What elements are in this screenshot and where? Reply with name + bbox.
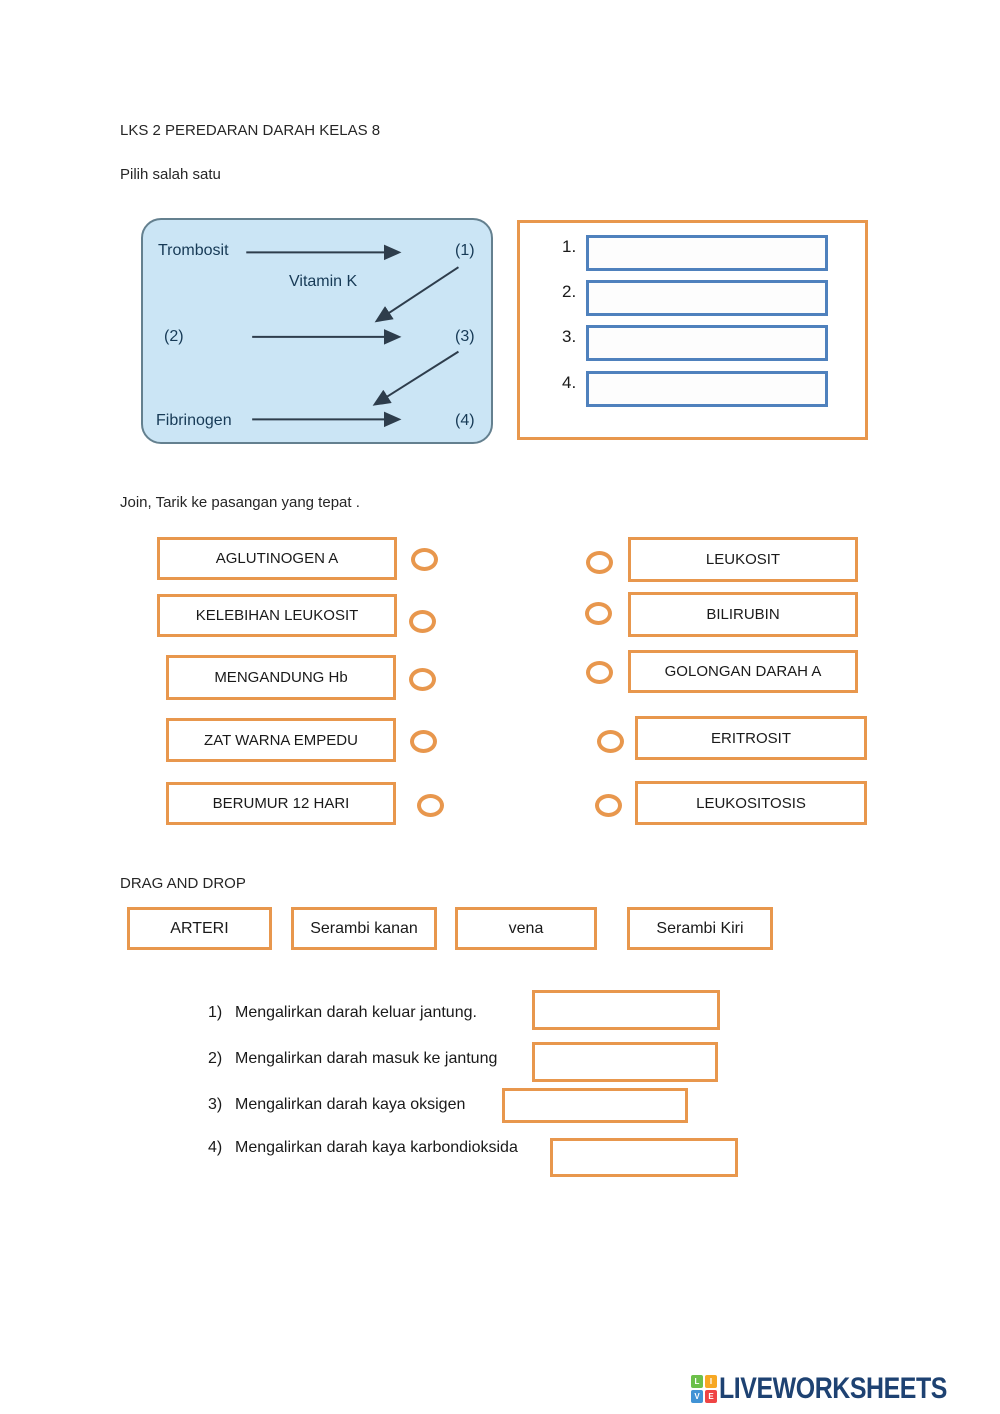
arrow-diagonal-1-to-2 xyxy=(374,266,459,323)
join-circle-left-5[interactable] xyxy=(417,794,444,817)
answer-number-4: 4. xyxy=(562,373,577,392)
logo-square-i: I xyxy=(705,1375,717,1388)
answer-number-2: 2. xyxy=(562,282,577,301)
diagram-arrows xyxy=(246,244,459,428)
match-left-berumur-12-hari: BERUMUR 12 HARI xyxy=(166,782,396,825)
join-circle-left-3[interactable] xyxy=(409,668,436,691)
match-left-mengandung-hb: MENGANDUNG Hb xyxy=(166,655,396,700)
answer-number-3: 3. xyxy=(562,327,577,346)
arrow-diagonal-3-to-4 xyxy=(372,350,459,406)
drag-item-vena[interactable]: vena xyxy=(455,907,597,950)
answers-frame: 1. 2. 3. 4. xyxy=(517,220,868,440)
question-2-number: 2) xyxy=(208,1050,223,1067)
page-title: LKS 2 PEREDARAN DARAH KELAS 8 xyxy=(120,122,381,139)
question-2-text: Mengalirkan darah masuk ke jantung xyxy=(235,1050,498,1067)
choose-one-label: Pilih salah satu xyxy=(120,166,221,183)
logo-square-e: E xyxy=(705,1390,717,1403)
drag-item-arteri[interactable]: ARTERI xyxy=(127,907,272,950)
join-circle-right-3[interactable] xyxy=(586,661,613,684)
blood-clotting-diagram: Trombosit (1) Vitamin K (2) (3) Fibrinog… xyxy=(141,218,493,444)
question-3-number: 3) xyxy=(208,1096,223,1113)
join-instruction: Join, Tarik ke pasangan yang tepat . xyxy=(120,494,360,511)
diagram-label-1: (1) xyxy=(455,242,475,259)
match-right-leukositosis: LEUKOSITOSIS xyxy=(635,781,867,825)
diagram-label-fibrinogen: Fibrinogen xyxy=(156,412,232,429)
question-4-number: 4) xyxy=(208,1139,223,1156)
diagram-label-vitamin-k: Vitamin K xyxy=(289,273,358,290)
match-right-bilirubin: BILIRUBIN xyxy=(628,592,858,637)
logo-square-l: L xyxy=(691,1375,703,1388)
diagram-label-3: (3) xyxy=(455,328,475,345)
liveworksheets-logo-icon: L I V E xyxy=(691,1375,717,1403)
liveworksheets-logo-text: LIVEWORKSHEETS xyxy=(719,1372,948,1405)
drag-item-serambi-kiri[interactable]: Serambi Kiri xyxy=(627,907,773,950)
logo-square-v: V xyxy=(691,1390,703,1403)
join-circle-right-5[interactable] xyxy=(595,794,622,817)
question-4-text: Mengalirkan darah kaya karbondioksida xyxy=(235,1139,518,1156)
answer-input-3[interactable] xyxy=(586,325,828,361)
match-right-eritrosit: ERITROSIT xyxy=(635,716,867,760)
dragdrop-heading: DRAG AND DROP xyxy=(120,875,246,892)
question-1-number: 1) xyxy=(208,1004,223,1021)
match-right-leukosit: LEUKOSIT xyxy=(628,537,858,582)
question-3-text: Mengalirkan darah kaya oksigen xyxy=(235,1096,466,1113)
drop-box-4[interactable] xyxy=(550,1138,738,1177)
join-circle-right-2[interactable] xyxy=(585,602,612,625)
answer-number-1: 1. xyxy=(562,237,577,256)
diagram-label-4: (4) xyxy=(455,412,475,429)
liveworksheets-logo: L I V E LIVEWORKSHEETS xyxy=(691,1372,994,1406)
match-right-golongan-darah-a: GOLONGAN DARAH A xyxy=(628,650,858,693)
join-circle-left-2[interactable] xyxy=(409,610,436,633)
match-left-aglutinogen-a: AGLUTINOGEN A xyxy=(157,537,397,580)
answer-input-1[interactable] xyxy=(586,235,828,271)
join-circle-left-4[interactable] xyxy=(410,730,437,753)
join-circle-right-4[interactable] xyxy=(597,730,624,753)
join-circle-left-1[interactable] xyxy=(411,548,438,571)
diagram-label-2: (2) xyxy=(164,328,184,345)
question-1-text: Mengalirkan darah keluar jantung. xyxy=(235,1004,477,1021)
diagram-label-trombosit: Trombosit xyxy=(158,242,229,259)
answer-input-2[interactable] xyxy=(586,280,828,316)
match-left-zat-warna-empedu: ZAT WARNA EMPEDU xyxy=(166,718,396,762)
answer-input-4[interactable] xyxy=(586,371,828,407)
match-left-kelebihan-leukosit: KELEBIHAN LEUKOSIT xyxy=(157,594,397,637)
drag-item-serambi-kanan[interactable]: Serambi kanan xyxy=(291,907,437,950)
drop-box-2[interactable] xyxy=(532,1042,718,1082)
drop-box-3[interactable] xyxy=(502,1088,688,1123)
join-circle-right-1[interactable] xyxy=(586,551,613,574)
drop-box-1[interactable] xyxy=(532,990,720,1030)
